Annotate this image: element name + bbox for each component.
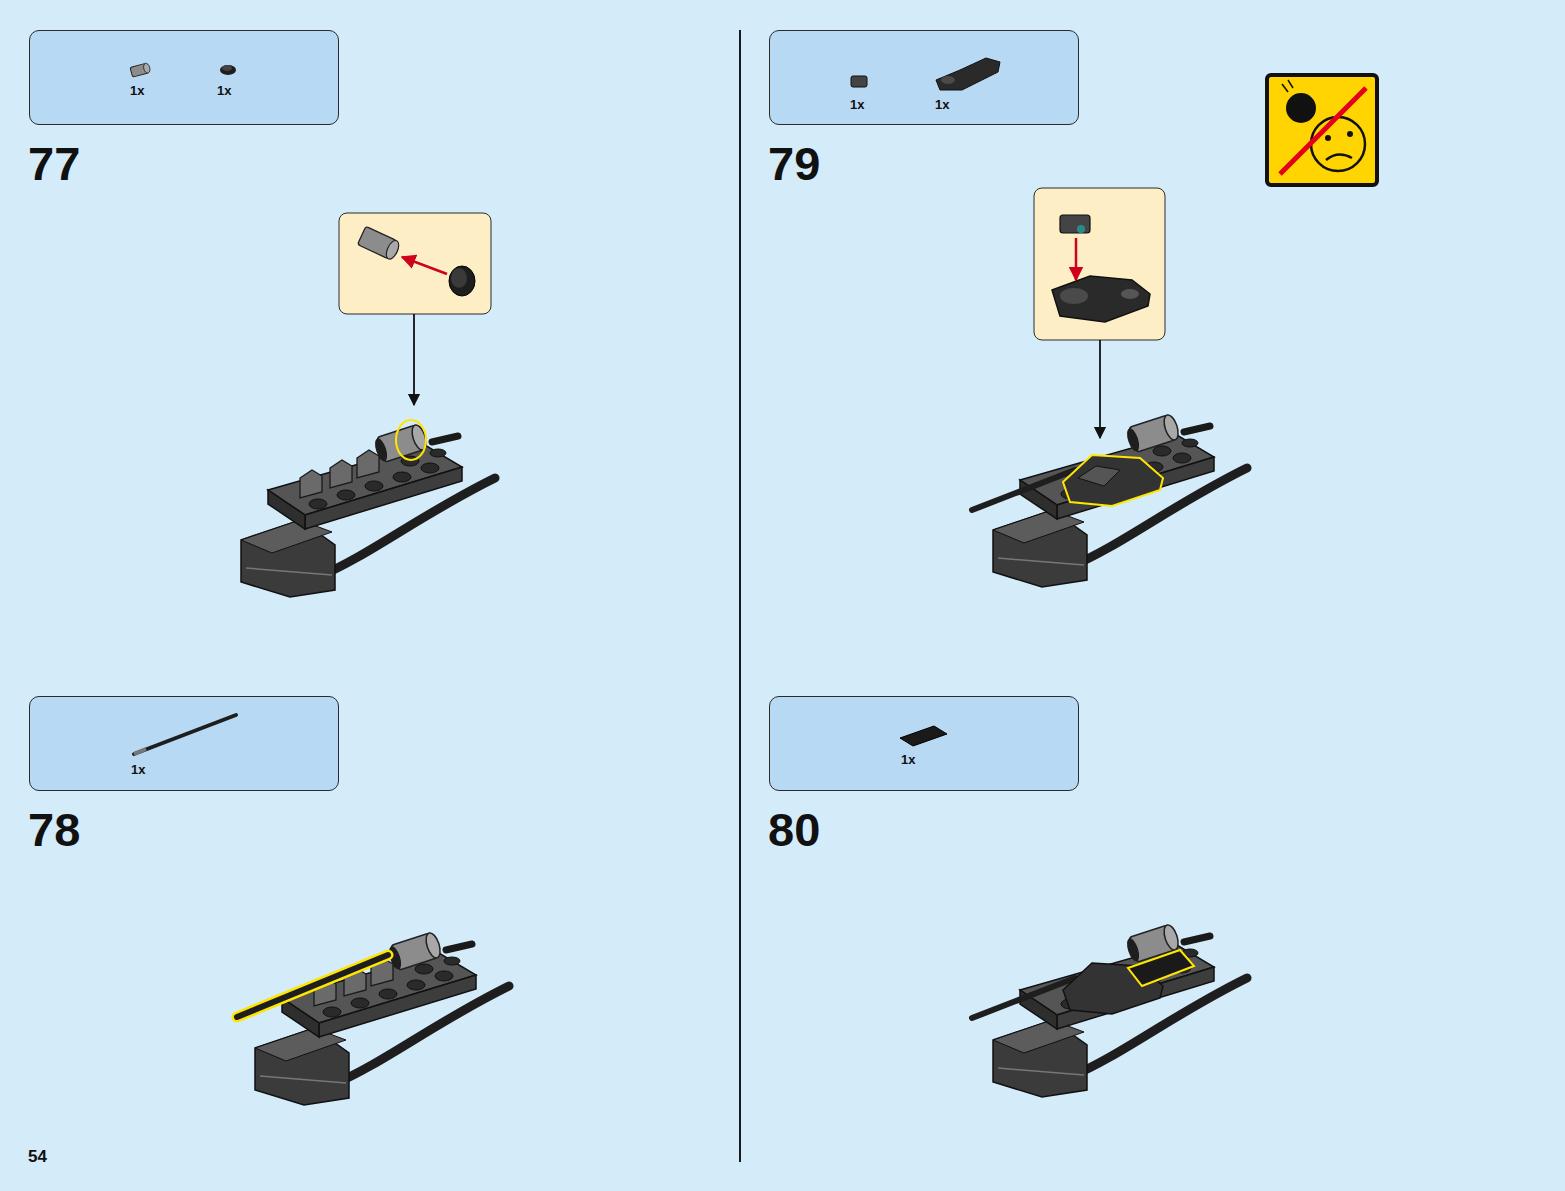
parts-list-box: 1x [29,696,339,791]
part-quantity: 1x [217,84,231,97]
part-quantity: 1x [850,98,864,111]
part-quantity: 1x [901,753,915,766]
parts-list-box: 1x 1x [769,30,1079,125]
parts-list-box: 1x 1x [29,30,339,125]
part-quantity: 1x [935,98,949,111]
step-number: 77 [28,140,80,187]
step-number: 78 [28,806,80,853]
step-number: 80 [768,806,820,853]
step-number: 79 [768,140,820,187]
part-quantity: 1x [130,84,144,97]
part-quantity: 1x [131,763,145,776]
page-number: 54 [28,1148,47,1165]
parts-list-box: 1x [769,696,1079,791]
